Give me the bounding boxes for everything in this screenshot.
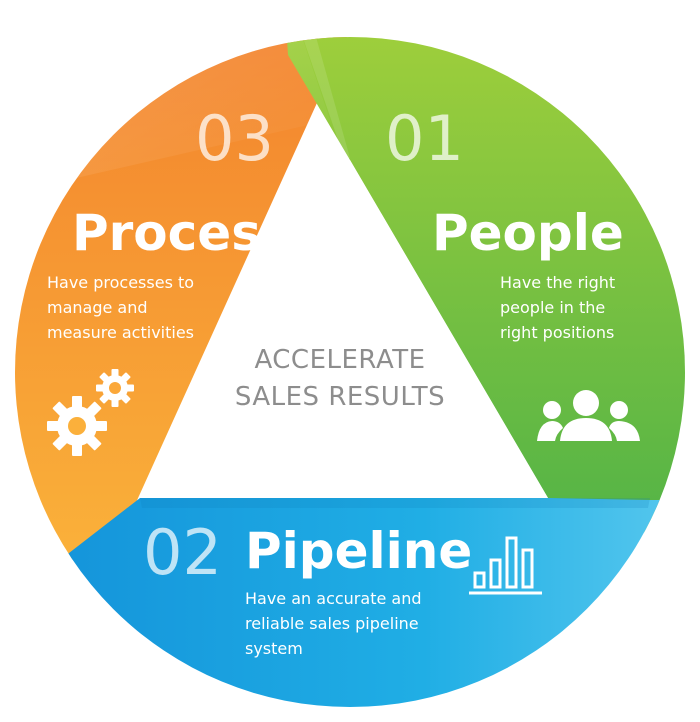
center-triangle <box>140 160 548 498</box>
people-desc-line-2: people in the <box>500 298 605 317</box>
people-desc-line-1: Have the right <box>500 273 615 292</box>
pipeline-desc-line-3: system <box>245 639 303 658</box>
people-number: 01 <box>385 102 464 175</box>
pipeline-desc-line-2: reliable sales pipeline <box>245 614 419 633</box>
process-desc-line-1: Have processes to <box>47 273 194 292</box>
people-group-icon <box>537 390 640 441</box>
gears-icon <box>47 369 134 456</box>
people-title: People <box>432 204 624 262</box>
center-line-1: ACCELERATE <box>254 345 425 375</box>
center-line-2: SALES RESULTS <box>235 382 445 412</box>
bar-chart-icon <box>469 536 542 595</box>
pipeline-desc-line-1: Have an accurate and <box>245 589 422 608</box>
people-desc-line-3: right positions <box>500 323 614 342</box>
process-desc-line-2: manage and <box>47 298 148 317</box>
pipeline-number: 02 <box>143 516 222 589</box>
process-title: Process <box>72 204 291 262</box>
process-desc-line-3: measure activities <box>47 323 194 342</box>
pipeline-title: Pipeline <box>245 522 472 580</box>
process-number: 03 <box>195 102 274 175</box>
